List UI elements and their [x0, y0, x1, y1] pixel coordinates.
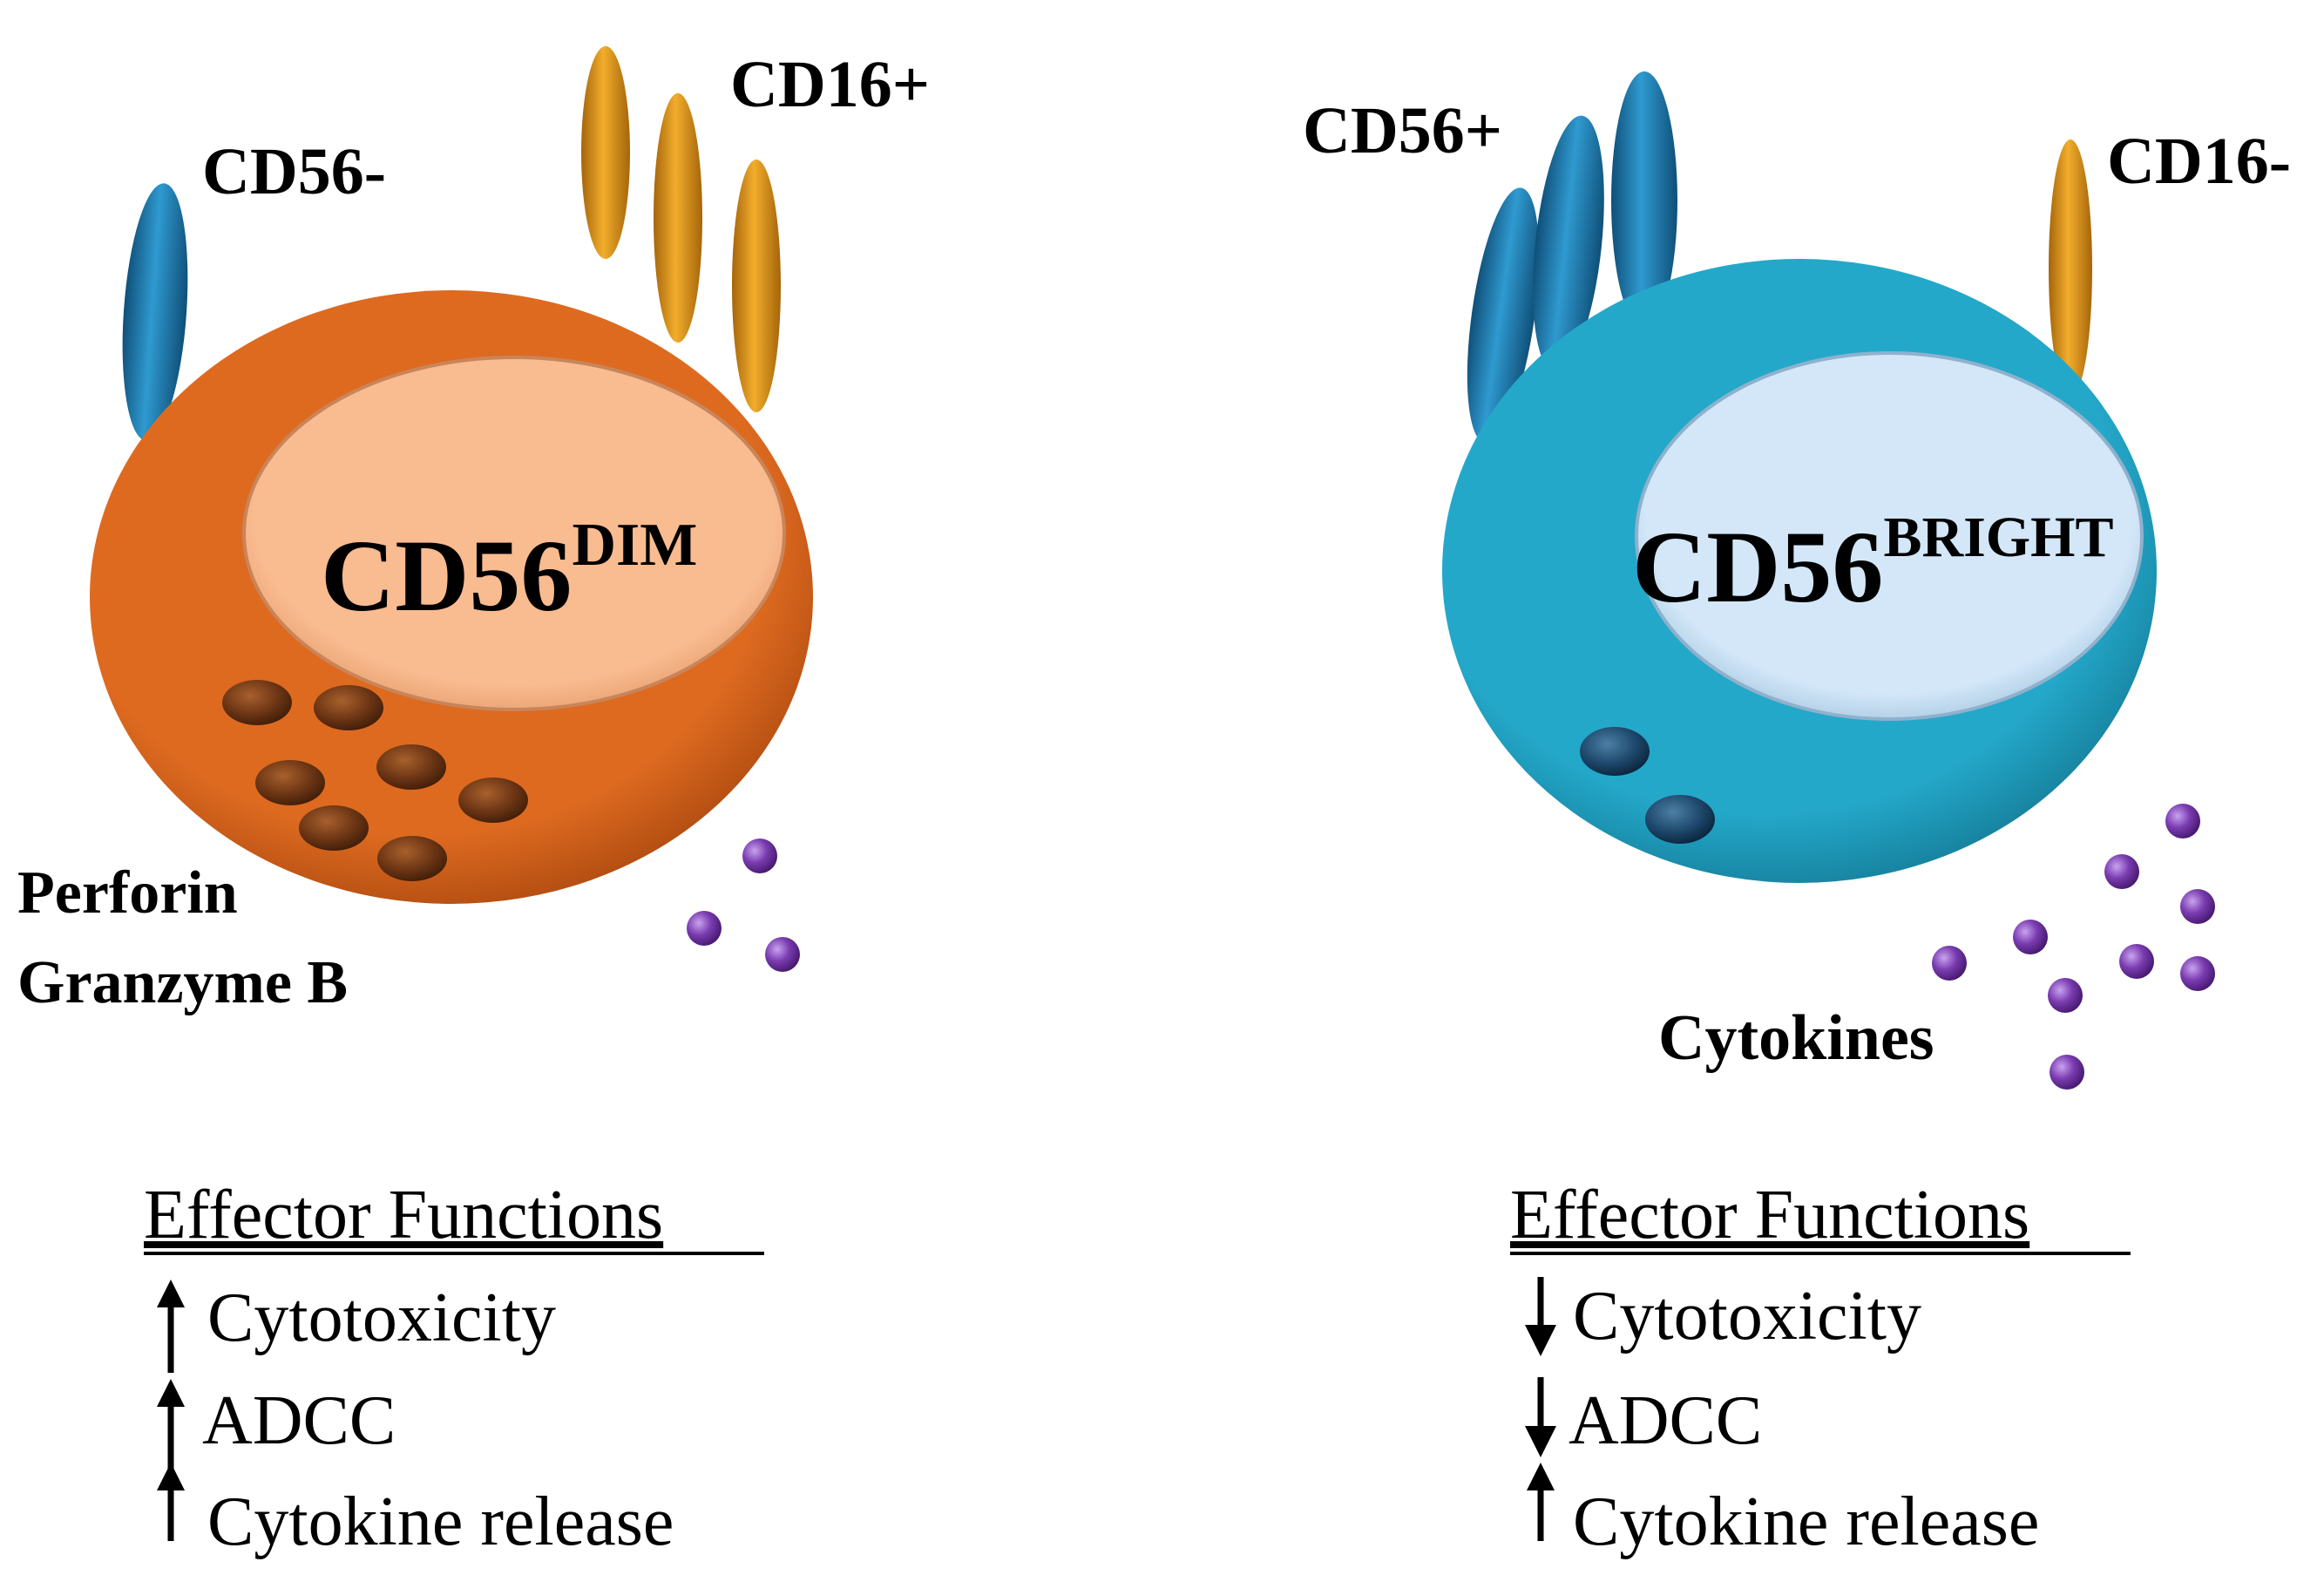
cell-type-label: CD56BRIGHT: [1632, 506, 2114, 624]
cd56-marker-label: CD56-: [202, 135, 386, 208]
granule-icon: [314, 685, 383, 730]
cd56-receptor-icon: [1533, 115, 1604, 373]
cytokine-icon: [2119, 944, 2154, 979]
cytokines-label: Cytokines: [1658, 1002, 1934, 1074]
cd16-receptor-icon: [732, 160, 781, 412]
cytokine-icon: [1932, 946, 1967, 981]
cytokine-icon: [2180, 889, 2215, 924]
perforin-granules: [222, 680, 528, 881]
cd56-bright-cell: CD56+ CD16- CD56BRIGHT Cytokines Effecto…: [1303, 71, 2291, 1560]
cytokine-icon: [2013, 920, 2048, 954]
effector-heading: Effector Functions: [144, 1177, 663, 1253]
arrow-up-icon: [157, 1280, 185, 1373]
effector-heading: Effector Functions: [1510, 1177, 2029, 1253]
cytokine-icon: [2180, 956, 2215, 991]
cytokine-icon: [2104, 854, 2139, 889]
cytokine-icon: [687, 911, 722, 946]
arrow-up-icon: [157, 1463, 185, 1541]
cytokine-icon: [2048, 978, 2083, 1013]
cell-nucleus: [1635, 351, 2144, 721]
cell-type-name: CD56: [321, 519, 572, 633]
granule-label-line: Granzyme B: [17, 949, 348, 1016]
effector-item-label: Cytokine release: [1573, 1484, 2039, 1560]
cell-type-superscript: DIM: [572, 512, 697, 579]
granule-icon: [222, 680, 292, 725]
cell-type-label: CD56DIM: [321, 512, 697, 633]
granule-icon: [299, 805, 369, 851]
arrow-up-icon: [157, 1379, 185, 1473]
cd56-dim-cell: CD56- CD16+ CD56DIM Perforin Granzyme B …: [17, 46, 930, 1560]
arrow-down-icon: [1525, 1277, 1556, 1356]
cd56-marker-label: CD56+: [1303, 94, 1502, 167]
cell-type-superscript: BRIGHT: [1883, 506, 2113, 569]
cd56-receptor-icon: [122, 183, 188, 441]
effector-item-label: Cytokine release: [207, 1484, 674, 1560]
granule-icon: [458, 777, 528, 823]
cd16-receptor-icon: [581, 46, 630, 259]
cytokine-icon: [2050, 1055, 2084, 1090]
granule-icon: [377, 836, 447, 881]
granule-icon: [1645, 795, 1715, 844]
granules: [1580, 727, 1715, 844]
cd56-receptor-icon: [1611, 71, 1677, 329]
effector-functions-panel: Effector Functions Cytotoxicity ADCC Cyt…: [144, 1177, 764, 1560]
cd16-marker-label: CD16+: [730, 48, 930, 121]
cytokine-icon: [2165, 804, 2200, 839]
effector-item-label: ADCC: [1569, 1382, 1762, 1459]
granule-icon: [255, 760, 325, 805]
granule-icon: [1580, 727, 1650, 776]
effector-functions-panel: Effector Functions Cytotoxicity ADCC Cyt…: [1510, 1177, 2131, 1560]
cell-nucleus: [242, 356, 786, 711]
cytokine-icon: [765, 937, 800, 972]
granule-label-line: Perforin: [17, 859, 238, 927]
cytokine-dots: [1932, 804, 2215, 1090]
effector-item-label: Cytotoxicity: [207, 1280, 556, 1356]
cytokine-dots: [687, 839, 800, 972]
cd16-marker-label: CD16-: [2107, 125, 2291, 198]
granule-icon: [376, 744, 446, 790]
cd16-receptor-icon: [654, 93, 702, 343]
cd16-receptor-icon: [2049, 139, 2092, 397]
cell-type-name: CD56: [1632, 510, 1883, 624]
arrow-up-icon: [1527, 1463, 1555, 1541]
cytokine-icon: [742, 839, 777, 873]
arrow-down-icon: [1525, 1377, 1556, 1457]
effector-item-label: Cytotoxicity: [1573, 1278, 1921, 1355]
effector-item-label: ADCC: [202, 1382, 396, 1459]
